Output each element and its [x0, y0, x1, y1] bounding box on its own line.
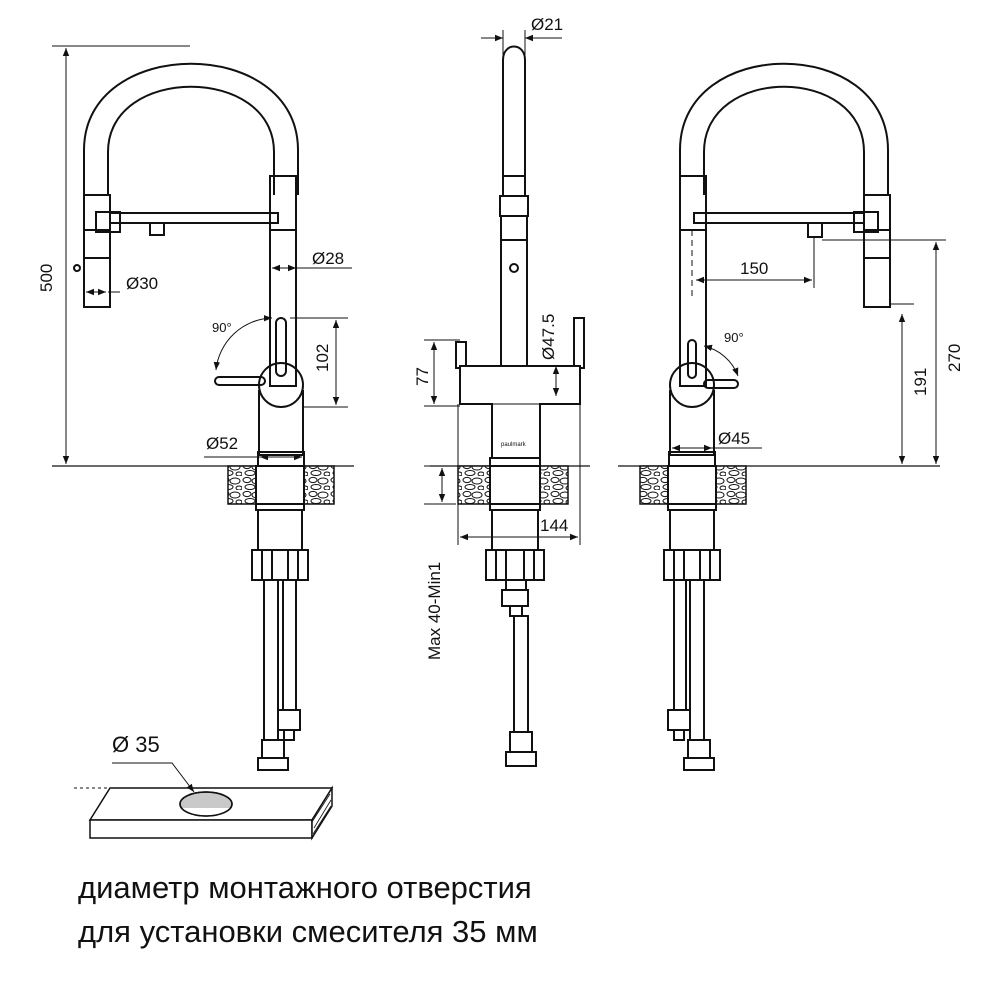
caption-line-1: диаметр монтажного отверстия [78, 870, 532, 905]
right-horizontal-arm [693, 212, 865, 224]
dim-reach: 150 [740, 259, 768, 278]
center-view: paulmark [455, 45, 585, 467]
right-view [668, 62, 891, 467]
dim-body-height: 77 [413, 367, 432, 386]
dim-lever-height: 102 [313, 344, 332, 372]
dim-top-diameter: Ø21 [531, 15, 563, 34]
right-spout-column [679, 175, 707, 387]
left-gooseneck [83, 62, 299, 195]
left-mounting [251, 509, 309, 771]
left-view [73, 62, 305, 467]
dim-body-width: 144 [540, 516, 568, 535]
left-spout-column [269, 175, 297, 387]
dim-countertop-range: Max 40-Min1 [425, 562, 444, 660]
mount-hole-detail [74, 762, 334, 841]
right-dimensions [672, 230, 946, 464]
left-dimensions [52, 45, 352, 464]
right-lever [687, 339, 697, 379]
left-horizontal-arm [109, 212, 279, 224]
center-dimensions [424, 30, 581, 545]
center-mounting [485, 509, 545, 767]
left-body-cap [258, 362, 304, 408]
dim-body-diameter: Ø52 [206, 434, 238, 453]
dim-lever-rotation-right: 90° [724, 330, 744, 345]
right-mounting [663, 509, 721, 771]
right-gooseneck [679, 62, 889, 195]
dim-total-height: 500 [37, 264, 56, 292]
dim-hose-diameter: Ø30 [126, 274, 158, 293]
right-spray-head [863, 194, 891, 308]
left-gooseneck-inner [107, 85, 275, 195]
dim-outlet-height: 191 [911, 368, 930, 396]
brand-mark: paulmark [501, 442, 527, 448]
caption-line-2: для установки смесителя 35 мм [78, 914, 538, 949]
right-gooseneck-inner [703, 85, 865, 195]
dim-base-diameter: Ø45 [718, 429, 750, 448]
left-lever [275, 317, 287, 377]
dim-mount-hole-diameter: Ø 35 [112, 732, 160, 757]
dim-lever-rotation-left: 90° [212, 320, 232, 335]
dim-spout-height: 270 [945, 344, 964, 372]
dim-cartridge-diameter: Ø47.5 [539, 314, 558, 360]
dim-spout-diameter: Ø28 [312, 249, 344, 268]
left-spray-head [83, 194, 111, 308]
